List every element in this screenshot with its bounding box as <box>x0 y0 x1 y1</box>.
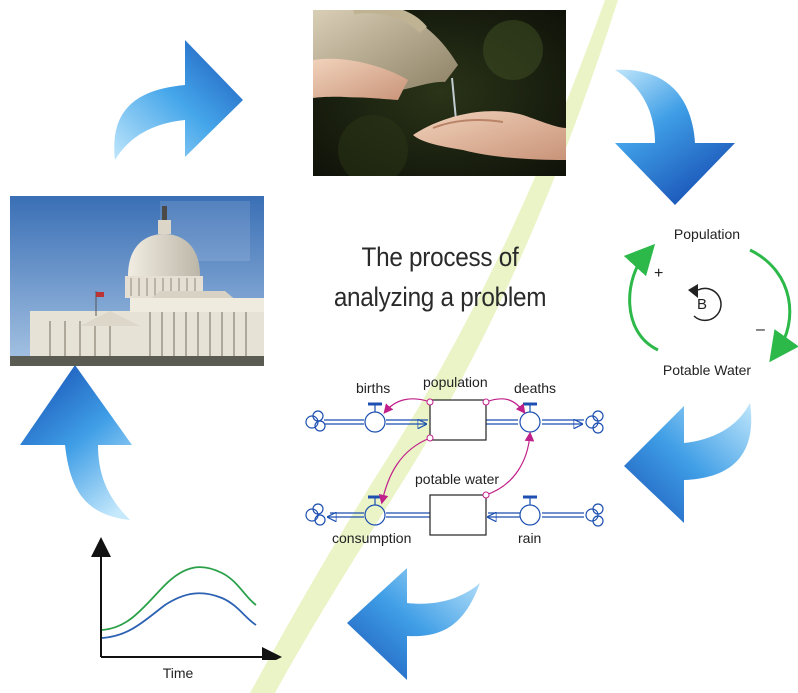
series-line-green <box>101 566 257 631</box>
stock-flow-diagram <box>305 398 604 536</box>
loop-marker-text: B <box>697 296 707 313</box>
stock-label-potable-water: potable water <box>415 471 500 487</box>
series-line-blue <box>101 592 257 639</box>
loop-arrow-left <box>623 243 659 352</box>
stock-potable-water <box>429 494 487 536</box>
behavior-over-time-graph <box>91 537 282 660</box>
causal-loop-diagram: B + – <box>623 243 798 363</box>
cloud-icon-population-source <box>305 410 326 432</box>
cycle-arrow-right-bottom <box>624 403 752 523</box>
cloud-icon-water-sink <box>305 503 326 526</box>
valve-rain <box>519 495 541 526</box>
flow-label-consumption: consumption <box>332 530 412 546</box>
flow-label-births: births <box>356 380 391 396</box>
plus-sign: + <box>654 265 663 282</box>
flow-label-rain: rain <box>518 530 542 546</box>
cycle-arrow-left <box>20 365 132 520</box>
title-line-1: The process of <box>361 242 519 272</box>
photo-pouring-water <box>313 10 566 176</box>
graph-x-axis-label: Time <box>162 665 194 681</box>
loop-arrow-right <box>749 248 798 363</box>
valve-deaths <box>519 402 541 433</box>
loop-label-population: Population <box>673 226 741 242</box>
title-line-2: analyzing a problem <box>333 282 547 312</box>
cloud-icon-population-sink <box>585 410 604 434</box>
minus-sign: – <box>756 321 765 338</box>
flow-label-deaths: deaths <box>514 380 557 396</box>
cycle-arrow-top-left <box>114 40 244 160</box>
balancing-loop-icon <box>693 287 722 322</box>
photo-capitol-building <box>10 196 264 366</box>
cycle-arrow-bottom-center <box>347 568 480 680</box>
loop-label-potable-water: Potable Water <box>662 362 752 378</box>
valve-births <box>364 402 386 433</box>
cycle-arrow-top-right <box>615 69 735 205</box>
cloud-icon-water-source <box>585 503 604 527</box>
stock-population <box>429 399 487 441</box>
stock-label-population: population <box>423 374 488 390</box>
